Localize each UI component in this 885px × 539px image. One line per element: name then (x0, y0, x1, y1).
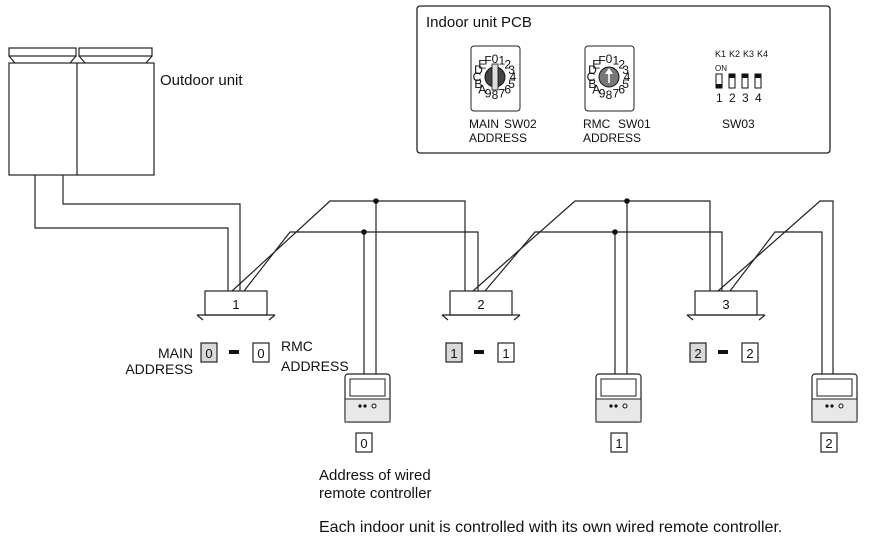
dial-char: 2 (504, 57, 511, 71)
dip-key-1: K1 (715, 49, 726, 59)
dial-char: 9 (599, 87, 606, 101)
dip-num-1: 1 (716, 91, 723, 105)
dip-num-4: 4 (755, 91, 762, 105)
dip-key-3: K3 (743, 49, 754, 59)
dial-char: B (474, 77, 482, 91)
dial-char: C (587, 70, 596, 84)
dial-char: 1 (499, 53, 506, 67)
rmc-address-label-line2: ADDRESS (281, 358, 349, 374)
dial-char: E (592, 57, 600, 71)
wiring-lines (34, 175, 834, 374)
main-sw-line1: MAIN (469, 117, 499, 131)
indoor-unit-2-number: 2 (477, 297, 484, 312)
unit-1-rmc-address: 0 (257, 346, 264, 361)
indoor-unit-3: 3 (686, 290, 766, 321)
dial-char: 0 (606, 52, 613, 66)
unit-3-rmc-address: 2 (746, 346, 753, 361)
unit-2-address: 1 1 (445, 342, 515, 363)
outdoor-unit-label: Outdoor unit (160, 72, 243, 89)
wired-controller-2 (595, 373, 642, 423)
dial-char: 3 (508, 63, 515, 77)
dial-char: 1 (613, 53, 620, 67)
rmc-address-label-line1: RMC (281, 338, 313, 354)
dial-char: E (478, 57, 486, 71)
dial-char: 4 (624, 70, 631, 84)
unit-2-rmc-address: 1 (502, 346, 509, 361)
pcb-title: Indoor unit PCB (426, 14, 532, 31)
indoor-unit-2: 2 (441, 290, 521, 321)
dip-num-3: 3 (742, 91, 749, 105)
main-address-label-line2: ADDRESS (125, 361, 193, 377)
main-sw-code: SW02 (504, 117, 537, 131)
dial-char: 8 (606, 88, 613, 102)
controller-1-address: 0 (360, 436, 367, 451)
dial-char: A (592, 83, 600, 97)
dial-char: C (473, 70, 482, 84)
main-address-label-line1: MAIN (158, 345, 193, 361)
dip-on-label: ON (715, 64, 727, 73)
dial-char: 7 (499, 87, 506, 101)
dial-char: 6 (618, 83, 625, 97)
rmc-sw-code: SW01 (618, 117, 651, 131)
dip-num-2: 2 (729, 91, 736, 105)
dial-char: F (484, 53, 491, 67)
outdoor-unit: Outdoor unit (8, 47, 243, 176)
rmc-sw-line2: ADDRESS (583, 131, 641, 145)
unit-1-main-address: 0 (205, 346, 212, 361)
main-sw-line2: ADDRESS (469, 131, 527, 145)
dial-char: A (478, 83, 486, 97)
wired-address-caption-line2: remote controller (319, 485, 432, 502)
wired-controller-1 (344, 373, 391, 423)
unit-3-address: 2 2 (689, 342, 759, 363)
dial-char: 2 (618, 57, 625, 71)
diagram-caption: Each indoor unit is controlled with its … (319, 519, 782, 536)
dial-char: F (598, 53, 605, 67)
dial-char: 7 (613, 87, 620, 101)
rmc-sw-line1: RMC (583, 117, 611, 131)
dip-switch: K1 K2 K3 K4 ON 1 2 3 4 SW03 (715, 49, 768, 131)
dip-key-4: K4 (757, 49, 768, 59)
unit-3-main-address: 2 (694, 346, 701, 361)
dial-char: D (588, 63, 597, 77)
dial-char: 3 (622, 63, 629, 77)
indoor-unit-1: 1 (196, 290, 276, 321)
dial-char: 4 (510, 70, 517, 84)
dial-char: 6 (504, 83, 511, 97)
dial-char: 5 (622, 77, 629, 91)
wired-controller-3 (811, 373, 858, 423)
dial-char: B (588, 77, 596, 91)
indoor-unit-1-number: 1 (232, 297, 239, 312)
wired-address-caption-line1: Address of wired (319, 467, 431, 484)
dial-char: 0 (492, 52, 499, 66)
dial-char: 5 (508, 77, 515, 91)
indoor-unit-3-number: 3 (722, 297, 729, 312)
dial-char: D (474, 63, 483, 77)
dip-key-2: K2 (729, 49, 740, 59)
dip-sw-code: SW03 (722, 117, 755, 131)
unit-2-main-address: 1 (450, 346, 457, 361)
controller-3-address: 2 (825, 436, 832, 451)
controller-2-address: 1 (615, 436, 622, 451)
dial-char: 9 (485, 87, 492, 101)
dial-char: 8 (492, 88, 499, 102)
unit-1-address: 0 0 (200, 342, 270, 363)
